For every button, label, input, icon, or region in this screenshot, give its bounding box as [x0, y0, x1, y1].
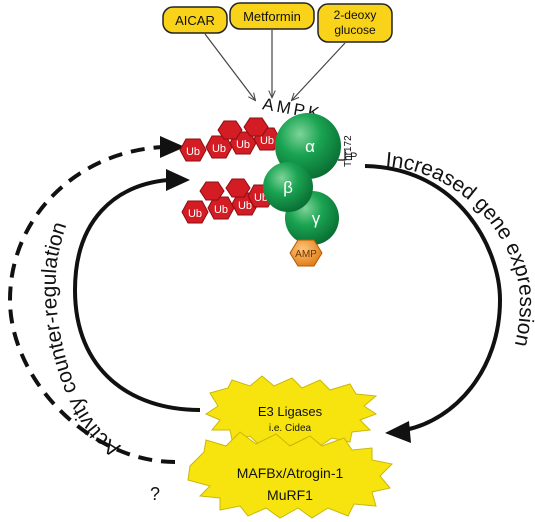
- aicar-arrow: [204, 33, 255, 100]
- ub-label: Ub: [188, 208, 202, 220]
- murf1-label: MuRF1: [267, 487, 313, 503]
- dashed-counter-regulation-arc: [7, 145, 176, 464]
- beta-label: β: [283, 178, 293, 197]
- ubiquitin-chain-lower: Ub Ub Ub Ub: [181, 178, 275, 224]
- metformin-label: Metformin: [243, 9, 301, 24]
- alpha-label: α: [305, 137, 315, 156]
- phospho-tick: [338, 150, 346, 161]
- ub-label: Ub: [186, 146, 200, 158]
- e3-ligases-subtitle: i.e. Cidea: [269, 423, 312, 434]
- ubiquitin-chain-upper: Ub Ub Ub Ub: [179, 117, 281, 162]
- 2-deoxy-label-line2: glucose: [334, 23, 376, 37]
- solid-right-arc-arrowhead: [385, 421, 411, 443]
- left-arc-label: Activity counter-regulation: [38, 219, 124, 461]
- ampk-complex: AMPK α β γ Thr172 P AMP: [261, 94, 357, 267]
- gamma-label: γ: [312, 209, 321, 228]
- mafbx-murf1-starburst: MAFBx/Atrogin-1 MuRF1: [187, 431, 394, 519]
- e3-ligases-title: E3 Ligases: [258, 404, 323, 419]
- ub-label: Ub: [238, 200, 252, 212]
- amp-molecule: [289, 239, 323, 267]
- mafbx-label: MAFBx/Atrogin-1: [237, 465, 344, 481]
- activator-aicar: AICAR: [162, 6, 228, 34]
- 2-deoxy-label-line1: 2-deoxy: [334, 8, 377, 22]
- amp-label: AMP: [295, 249, 317, 260]
- ub-label: Ub: [260, 135, 274, 147]
- aicar-label: AICAR: [175, 13, 215, 28]
- activator-2-deoxy-glucose: 2-deoxy glucose: [317, 3, 393, 43]
- dashed-arc-arrowhead: [160, 136, 185, 158]
- e3-ligases-starburst: E3 Ligases i.e. Cidea: [204, 375, 378, 447]
- 2-deoxy-glucose-arrow: [292, 42, 346, 100]
- phospho-label: P: [350, 151, 357, 163]
- question-mark: ?: [150, 484, 160, 504]
- right-arc-label: Increased gene expression: [385, 148, 535, 348]
- activator-metformin: Metformin: [229, 2, 315, 30]
- solid-left-arc: [72, 178, 201, 412]
- ub-label: Ub: [212, 143, 226, 155]
- ub-label: Ub: [214, 204, 228, 216]
- beta-subunit: [263, 162, 313, 212]
- solid-left-arc-arrowhead: [166, 169, 190, 191]
- solid-right-arc: [364, 164, 503, 432]
- thr172-label: Thr172: [343, 135, 354, 167]
- ub-label: Ub: [236, 139, 250, 151]
